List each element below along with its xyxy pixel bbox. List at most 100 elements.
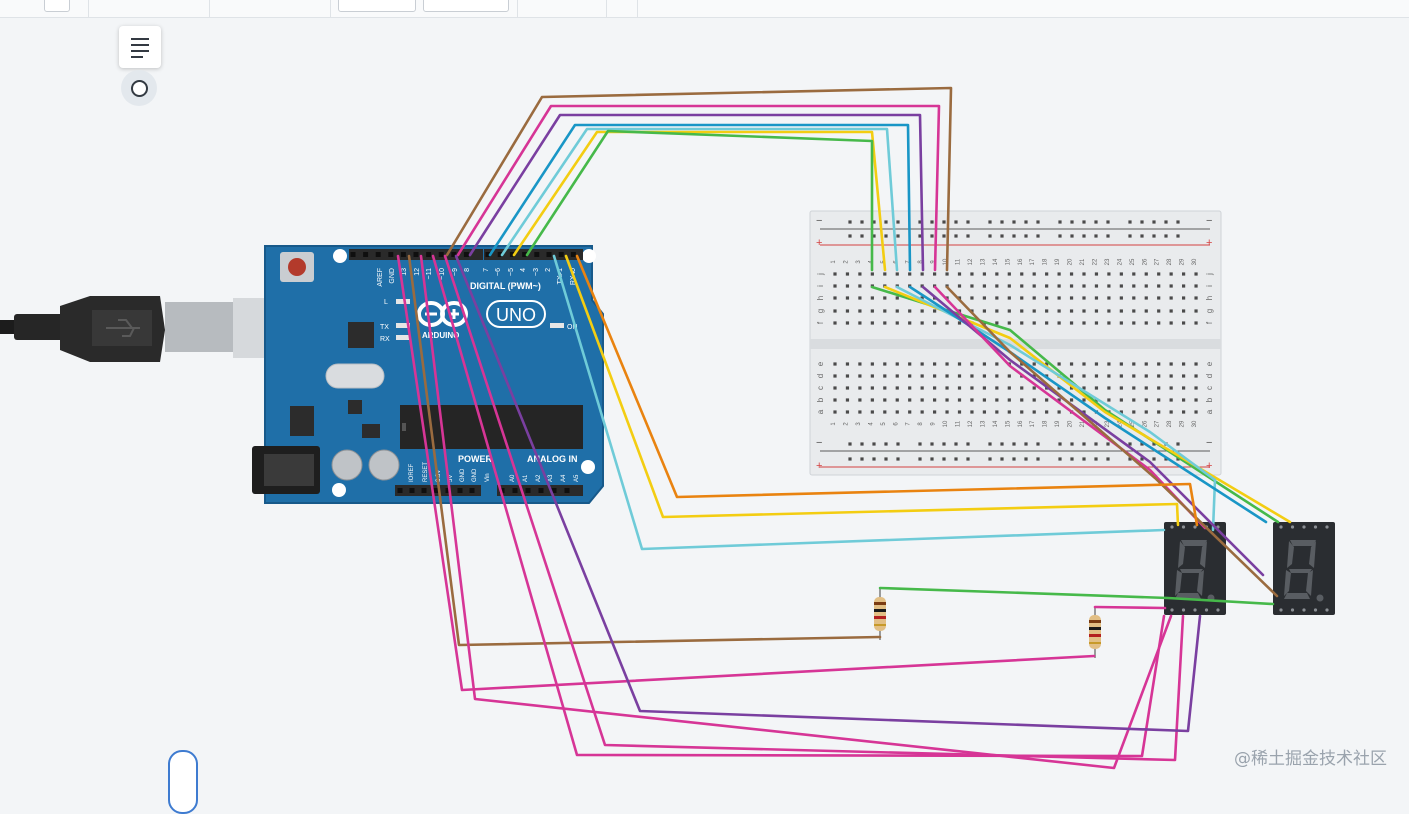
display-pin[interactable] bbox=[1325, 608, 1329, 612]
breadboard-hole[interactable] bbox=[1119, 309, 1123, 313]
breadboard-hole[interactable] bbox=[1144, 284, 1148, 288]
breadboard-hole[interactable] bbox=[1157, 398, 1161, 402]
breadboard-hole[interactable] bbox=[1032, 410, 1036, 414]
scroll-handle[interactable] bbox=[168, 750, 198, 814]
breadboard-hole[interactable] bbox=[858, 284, 862, 288]
breadboard-hole[interactable] bbox=[1140, 457, 1144, 461]
wire[interactable] bbox=[564, 254, 1180, 527]
breadboard-hole[interactable] bbox=[1157, 272, 1161, 276]
reset-button[interactable] bbox=[288, 258, 306, 276]
breadboard-hole[interactable] bbox=[1024, 234, 1028, 238]
breadboard-hole[interactable] bbox=[1157, 362, 1161, 366]
header-pin[interactable] bbox=[397, 488, 403, 493]
breadboard-hole[interactable] bbox=[870, 374, 874, 378]
display-pin[interactable] bbox=[1313, 608, 1318, 612]
header-pin[interactable] bbox=[388, 252, 394, 257]
header-pin[interactable] bbox=[400, 252, 406, 257]
header-pin[interactable] bbox=[546, 252, 552, 257]
breadboard-hole[interactable] bbox=[1036, 442, 1040, 446]
breadboard-hole[interactable] bbox=[1045, 284, 1049, 288]
breadboard-hole[interactable] bbox=[1007, 398, 1011, 402]
breadboard-hole[interactable] bbox=[895, 398, 899, 402]
breadboard-hole[interactable] bbox=[930, 442, 934, 446]
breadboard-hole[interactable] bbox=[883, 272, 887, 276]
breadboard-hole[interactable] bbox=[895, 296, 899, 300]
breadboard-hole[interactable] bbox=[1152, 220, 1156, 224]
breadboard-hole[interactable] bbox=[1132, 410, 1136, 414]
breadboard-hole[interactable] bbox=[995, 272, 999, 276]
header-pin[interactable] bbox=[363, 252, 369, 257]
header-pin[interactable] bbox=[469, 488, 475, 493]
wire[interactable] bbox=[396, 254, 1096, 692]
breadboard-hole[interactable] bbox=[1176, 234, 1180, 238]
breadboard-hole[interactable] bbox=[933, 374, 937, 378]
breadboard-hole[interactable] bbox=[982, 284, 986, 288]
breadboard-hole[interactable] bbox=[1182, 296, 1186, 300]
breadboard-hole[interactable] bbox=[945, 321, 949, 325]
header-pin[interactable] bbox=[485, 252, 491, 257]
wire[interactable] bbox=[454, 254, 1202, 733]
header-pin[interactable] bbox=[497, 252, 503, 257]
breadboard-hole[interactable] bbox=[1128, 220, 1132, 224]
breadboard-hole[interactable] bbox=[930, 234, 934, 238]
breadboard-hole[interactable] bbox=[870, 272, 874, 276]
breadboard-hole[interactable] bbox=[970, 374, 974, 378]
breadboard-hole[interactable] bbox=[1070, 442, 1074, 446]
wire[interactable] bbox=[945, 285, 1279, 598]
breadboard-hole[interactable] bbox=[988, 442, 992, 446]
breadboard-hole[interactable] bbox=[1057, 296, 1061, 300]
breadboard-hole[interactable] bbox=[1045, 398, 1049, 402]
breadboard-hole[interactable] bbox=[1069, 296, 1074, 300]
breadboard-hole[interactable] bbox=[1106, 457, 1110, 461]
breadboard-hole[interactable] bbox=[1194, 410, 1198, 414]
breadboard-hole[interactable] bbox=[895, 309, 899, 313]
breadboard-hole[interactable] bbox=[1007, 296, 1011, 300]
breadboard-hole[interactable] bbox=[945, 398, 949, 402]
breadboard-hole[interactable] bbox=[933, 386, 937, 390]
breadboard-hole[interactable] bbox=[1107, 398, 1111, 402]
breadboard-hole[interactable] bbox=[908, 272, 912, 276]
breadboard-hole[interactable] bbox=[1152, 442, 1156, 446]
breadboard-hole[interactable] bbox=[957, 296, 962, 300]
breadboard-hole[interactable] bbox=[1106, 234, 1110, 238]
breadboard-hole[interactable] bbox=[858, 374, 862, 378]
toolbar-button-save[interactable] bbox=[44, 0, 70, 12]
breadboard-hole[interactable] bbox=[1182, 410, 1186, 414]
breadboard-hole[interactable] bbox=[895, 386, 899, 390]
breadboard-hole[interactable] bbox=[883, 374, 887, 378]
breadboard-hole[interactable] bbox=[845, 272, 850, 276]
display-pin[interactable] bbox=[1216, 608, 1220, 612]
display-pin[interactable] bbox=[1193, 608, 1197, 612]
breadboard-hole[interactable] bbox=[1007, 386, 1011, 390]
wire[interactable] bbox=[456, 104, 941, 272]
display-pin[interactable] bbox=[1302, 608, 1306, 612]
header-pin[interactable] bbox=[538, 488, 544, 493]
breadboard-hole[interactable] bbox=[833, 309, 837, 313]
breadboard-hole[interactable] bbox=[945, 386, 949, 390]
breadboard-hole[interactable] bbox=[1000, 442, 1004, 446]
breadboard-hole[interactable] bbox=[920, 374, 924, 378]
breadboard-hole[interactable] bbox=[848, 220, 852, 224]
breadboard-hole[interactable] bbox=[945, 272, 949, 276]
wire[interactable] bbox=[512, 130, 887, 272]
display-pin[interactable] bbox=[1279, 608, 1283, 612]
breadboard-hole[interactable] bbox=[1132, 284, 1136, 288]
breadboard-hole[interactable] bbox=[1032, 398, 1036, 402]
breadboard-hole[interactable] bbox=[988, 234, 992, 238]
breadboard-hole[interactable] bbox=[988, 457, 992, 461]
breadboard-hole[interactable] bbox=[1157, 386, 1161, 390]
breadboard-hole[interactable] bbox=[870, 398, 874, 402]
breadboard-hole[interactable] bbox=[1082, 234, 1086, 238]
breadboard-hole[interactable] bbox=[1144, 374, 1148, 378]
breadboard-hole[interactable] bbox=[970, 362, 974, 366]
breadboard-hole[interactable] bbox=[1194, 309, 1198, 313]
wire[interactable] bbox=[419, 254, 1173, 770]
breadboard-hole[interactable] bbox=[1069, 272, 1074, 276]
breadboard-hole[interactable] bbox=[883, 362, 887, 366]
breadboard-hole[interactable] bbox=[908, 362, 912, 366]
breadboard-hole[interactable] bbox=[884, 457, 888, 461]
breadboard-hole[interactable] bbox=[918, 234, 922, 238]
breadboard-hole[interactable] bbox=[982, 386, 986, 390]
breadboard-hole[interactable] bbox=[1057, 309, 1061, 313]
breadboard-hole[interactable] bbox=[1057, 284, 1061, 288]
